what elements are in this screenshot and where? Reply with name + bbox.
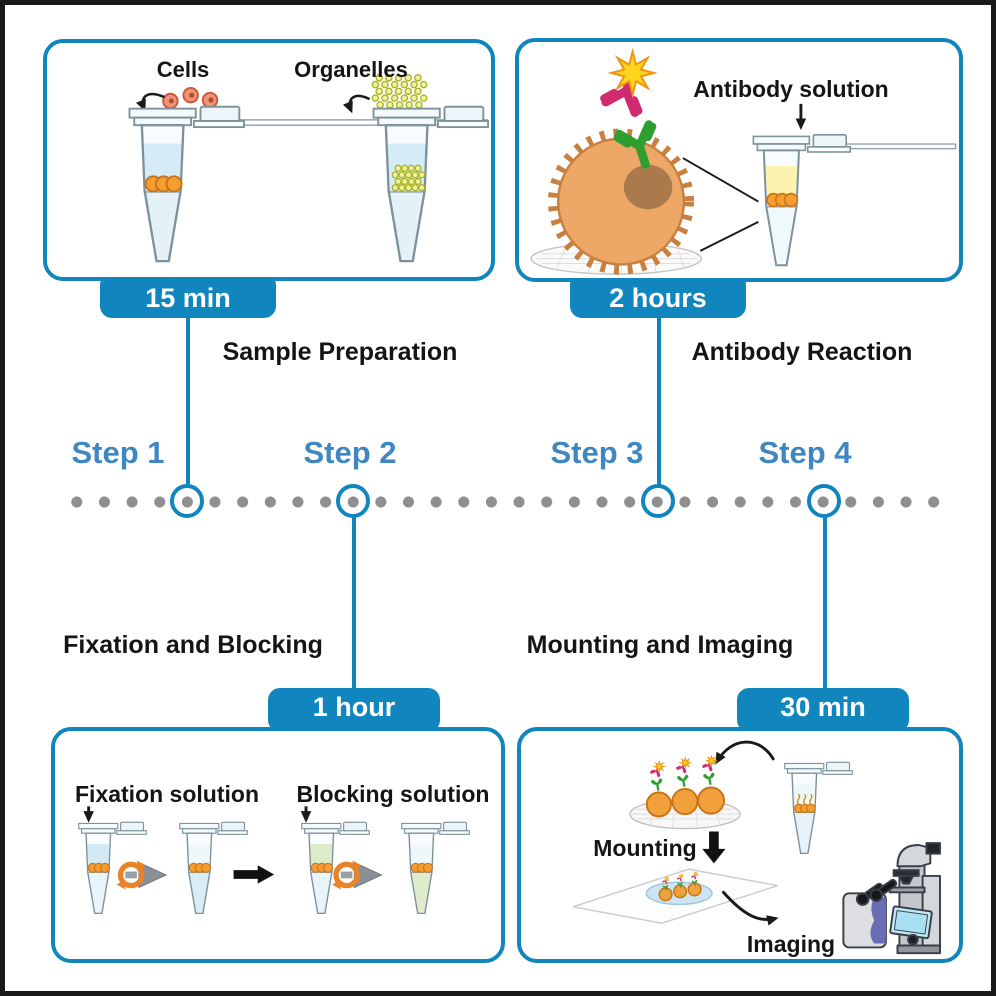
labeled-cells-tube bbox=[769, 759, 853, 865]
cells-label: Cells bbox=[156, 57, 210, 82]
cells-in-tube-icon bbox=[188, 862, 212, 873]
black-arrow-icon bbox=[233, 865, 275, 884]
tube-cap-icon bbox=[128, 107, 197, 127]
tube-open-lid-icon bbox=[339, 821, 370, 835]
cells-in-tube-icon bbox=[87, 862, 111, 873]
connector-line-step3 bbox=[656, 311, 661, 485]
antibody-star-glyph bbox=[677, 758, 691, 787]
tube-cap-icon bbox=[372, 107, 441, 127]
tube-cap-icon bbox=[401, 822, 442, 834]
microscope-icon bbox=[842, 842, 941, 955]
panel-mounting-imaging: Mounting Imaging bbox=[517, 727, 963, 963]
step-2-label: Step 2 bbox=[303, 435, 397, 470]
tube-cap-icon bbox=[784, 762, 825, 774]
cells-in-tube-icon bbox=[310, 862, 334, 873]
tube-open-lid-icon bbox=[192, 105, 245, 129]
microtube-icon bbox=[372, 105, 489, 263]
microtube-icon bbox=[301, 821, 370, 914]
timeline-dots bbox=[63, 495, 947, 509]
labeled-cells-in-tube-icon bbox=[793, 794, 816, 814]
duration-badge-1hour: 1 hour bbox=[268, 688, 440, 732]
curved-arrow-icon bbox=[136, 92, 166, 112]
microtube-icon bbox=[784, 761, 853, 854]
antibody-solution-label: Antibody solution bbox=[693, 76, 889, 102]
cells-in-tube-icon bbox=[410, 862, 434, 873]
title-mounting-imaging: Mounting and Imaging bbox=[526, 631, 794, 659]
tube-cap-icon bbox=[752, 135, 811, 152]
fixation-blocking-art bbox=[83, 806, 501, 959]
slide-icon bbox=[572, 868, 778, 925]
tube-cap-icon bbox=[78, 822, 119, 834]
title-fixation-blocking: Fixation and Blocking bbox=[63, 631, 323, 659]
antibody-star-glyph bbox=[651, 762, 665, 791]
mounting-arrow-icon bbox=[702, 831, 726, 864]
connector-line-step2 bbox=[351, 517, 356, 691]
microtube-icon bbox=[128, 105, 245, 263]
imaging-arrow-icon bbox=[721, 890, 779, 926]
microtube-icon bbox=[78, 821, 147, 914]
tube-cap-icon bbox=[301, 822, 342, 834]
fixed-cells-tube bbox=[164, 819, 248, 925]
curved-arrow-icon bbox=[342, 94, 371, 114]
duration-badge-30min: 30 min bbox=[737, 688, 909, 732]
tube-open-lid-icon bbox=[436, 105, 489, 129]
mounting-label: Mounting bbox=[593, 835, 697, 861]
step-1-label: Step 1 bbox=[71, 435, 165, 470]
cells-tube bbox=[103, 101, 245, 277]
tube-open-lid-icon bbox=[116, 821, 147, 835]
cells-in-tube-icon bbox=[144, 175, 183, 193]
mounting-imaging-art bbox=[572, 740, 941, 955]
organelles-particles-icon bbox=[371, 74, 428, 109]
blocking-tube bbox=[286, 819, 370, 925]
timeline-node-step4 bbox=[807, 484, 841, 518]
tube-open-lid-icon bbox=[822, 761, 853, 775]
connector-line-step4 bbox=[822, 517, 827, 691]
timeline-node-step1 bbox=[170, 484, 204, 518]
step-3-label: Step 3 bbox=[550, 435, 644, 470]
blocked-cells-tube bbox=[386, 819, 470, 925]
imaging-label: Imaging bbox=[746, 931, 836, 957]
sample-preparation-art bbox=[136, 74, 489, 126]
transfer-arrow-icon bbox=[715, 740, 776, 765]
organelles-tube bbox=[347, 101, 489, 277]
mounted-cells-icon bbox=[645, 786, 726, 818]
organelles-in-tube-icon bbox=[391, 164, 426, 192]
microtube-icon bbox=[179, 821, 248, 914]
nucleus bbox=[623, 164, 673, 210]
antibody-star-glyph bbox=[703, 756, 717, 785]
tube-open-lid-icon bbox=[439, 821, 470, 835]
tube-cap-icon bbox=[179, 822, 220, 834]
microtube-icon bbox=[752, 134, 851, 267]
panel-sample-preparation: Cells Organelles bbox=[43, 39, 495, 281]
title-antibody-reaction: Antibody Reaction bbox=[691, 338, 913, 366]
connector-line-step1 bbox=[185, 311, 190, 485]
organelles-label: Organelles bbox=[294, 57, 408, 82]
microtube-icon bbox=[401, 821, 470, 914]
magnify-lines bbox=[682, 157, 759, 252]
timeline-node-step3 bbox=[641, 484, 675, 518]
panel-antibody-reaction: Antibody solution bbox=[515, 38, 963, 282]
timeline-node-step2 bbox=[336, 484, 370, 518]
fixation-tube bbox=[63, 819, 147, 925]
cells-in-tube-icon bbox=[766, 192, 799, 208]
antibody-tube bbox=[731, 130, 851, 278]
panel-fixation-blocking: Fixation solution Blocking solution bbox=[51, 727, 505, 963]
title-sample-preparation: Sample Preparation bbox=[222, 338, 458, 366]
step-4-label: Step 4 bbox=[758, 435, 852, 470]
blocking-solution-label: Blocking solution bbox=[296, 781, 490, 807]
cells-particles-icon bbox=[162, 86, 219, 110]
fixation-solution-label: Fixation solution bbox=[75, 781, 259, 807]
tube-open-lid-icon bbox=[807, 134, 851, 153]
spiky-cell-icon bbox=[547, 128, 695, 275]
tube-open-lid-icon bbox=[217, 821, 248, 835]
